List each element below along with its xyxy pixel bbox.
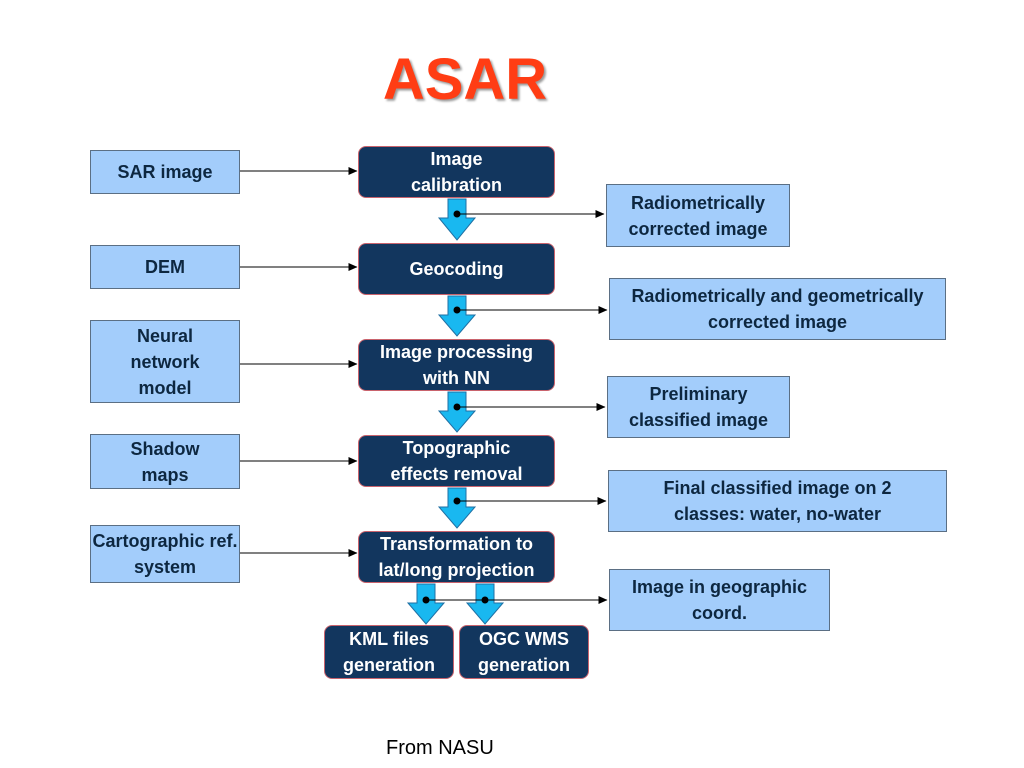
output-label: Radiometrically and geometrically correc… [631,286,924,332]
output-label: Preliminary classified image [628,384,769,430]
flow-arrow-2 [437,295,477,337]
input-sar-image: SAR image [90,150,240,194]
process-image-processing-nn: Image processing with NN [358,339,555,391]
input-label: Cartographic ref. system [92,531,238,577]
output-image-geographic-coord: Image in geographic coord. [609,569,830,631]
output-label: Radiometrically corrected image [628,192,768,239]
output-radiometrically-corrected-image: Radiometrically corrected image [606,184,790,247]
output-radiometrically-geometrically-corrected: Radiometrically and geometrically correc… [609,278,946,340]
input-label: SAR image [117,162,213,182]
page-title: ASAR [382,47,548,112]
input-label: Shadow maps [130,438,200,485]
flow-arrow-5b [465,583,505,625]
process-label: Image calibration [410,149,503,195]
process-label: OGC WMS generation [477,629,570,675]
flow-arrow-4 [437,487,477,529]
process-ogc-wms-generation: OGC WMS generation [459,625,589,679]
output-label: Final classified image on 2 classes: wat… [663,478,892,524]
flow-arrow-5a [406,583,446,625]
output-final-classified-image: Final classified image on 2 classes: wat… [608,470,947,532]
input-cartographic-ref-system: Cartographic ref. system [90,525,240,583]
input-neural-network-model: Neural network model [90,320,240,403]
process-label: Transformation to lat/long projection [378,534,535,580]
input-label: Neural network model [130,325,200,398]
input-dem: DEM [90,245,240,289]
process-topographic-effects-removal: Topographic effects removal [358,435,555,487]
input-label: DEM [145,257,185,277]
process-kml-files-generation: KML files generation [324,625,454,679]
output-label: Image in geographic coord. [631,577,808,623]
process-label: Image processing with NN [379,342,534,388]
source-caption: From NASU [386,737,494,759]
process-label: Geocoding [409,259,504,279]
output-preliminary-classified-image: Preliminary classified image [607,376,790,438]
input-shadow-maps: Shadow maps [90,434,240,489]
process-label: KML files generation [342,629,435,675]
process-transformation-lat-long: Transformation to lat/long projection [358,531,555,583]
flow-arrow-1 [437,198,477,241]
process-geocoding: Geocoding [358,243,555,295]
process-image-calibration: Image calibration [358,146,555,198]
flow-arrow-3 [437,391,477,433]
process-label: Topographic effects removal [390,438,523,484]
